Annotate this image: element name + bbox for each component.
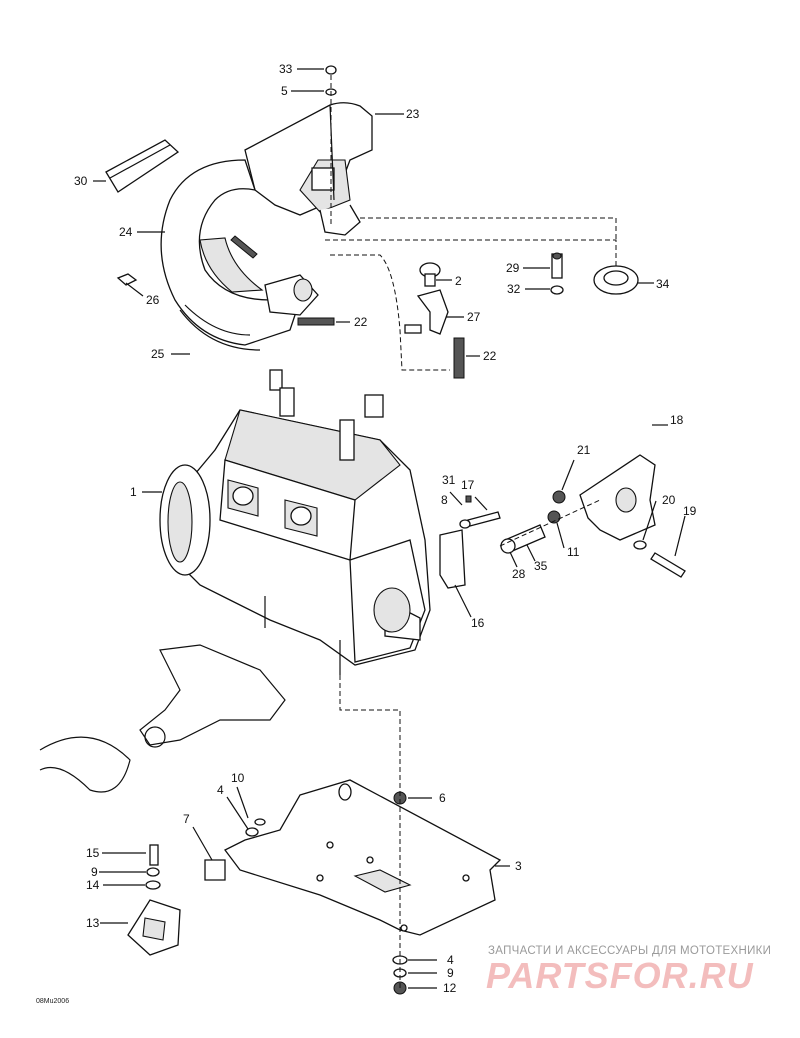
nut-21 bbox=[552, 490, 566, 504]
callout-19: 19 bbox=[683, 504, 697, 518]
bracket-18 bbox=[579, 454, 656, 541]
nut-11 bbox=[547, 510, 561, 524]
exhaust-manifold-ghost bbox=[39, 644, 286, 793]
grommet-34 bbox=[593, 265, 639, 295]
rubber-mount-29 bbox=[551, 252, 563, 279]
bolt-17 bbox=[467, 511, 501, 527]
rubber-mount-7 bbox=[204, 859, 226, 881]
mount-27 bbox=[404, 262, 449, 335]
callout-23: 23 bbox=[406, 107, 420, 121]
spring-22-upper bbox=[297, 317, 335, 326]
callout-2: 2 bbox=[455, 274, 462, 288]
callout-5-top: 5 bbox=[281, 84, 288, 98]
callout-11: 11 bbox=[567, 545, 580, 559]
callout-25: 25 bbox=[151, 347, 165, 361]
callout-33: 33 bbox=[279, 62, 293, 76]
watermark-brand: PARTSFOR.RU bbox=[486, 955, 754, 996]
bracket-13 bbox=[127, 899, 181, 956]
drawing-code: 08Mu2006 bbox=[36, 998, 70, 1005]
callout-24: 24 bbox=[119, 225, 133, 239]
callout-1: 1 bbox=[130, 485, 137, 499]
nut-33 bbox=[325, 65, 337, 75]
bolt-15 bbox=[149, 844, 159, 866]
callout-7: 7 bbox=[183, 812, 190, 826]
callout-18: 18 bbox=[670, 413, 684, 427]
callout-22-upper: 22 bbox=[354, 315, 368, 329]
callout-32: 32 bbox=[507, 282, 521, 296]
spring-center bbox=[230, 235, 258, 259]
spacer-28-35 bbox=[500, 524, 546, 554]
callout-12: 12 bbox=[443, 981, 457, 995]
callout-9-lower: 9 bbox=[447, 966, 454, 980]
callout-28: 28 bbox=[512, 567, 526, 581]
washers-4-10 bbox=[245, 818, 266, 837]
callout-29: 29 bbox=[506, 261, 520, 275]
callout-16: 16 bbox=[471, 616, 485, 630]
callout-30: 30 bbox=[74, 174, 88, 188]
callout-6: 6 bbox=[439, 791, 446, 805]
callout-35: 35 bbox=[534, 559, 548, 573]
callout-10: 10 bbox=[231, 771, 245, 785]
callout-13: 13 bbox=[86, 916, 100, 930]
tuned-pipe-24 bbox=[160, 159, 319, 351]
washers-9-14 bbox=[145, 867, 161, 890]
washer-20 bbox=[633, 540, 647, 550]
callout-3: 3 bbox=[515, 859, 522, 873]
engine-support-3 bbox=[224, 779, 502, 936]
leader-lines bbox=[93, 68, 686, 989]
callout-17: 17 bbox=[461, 478, 475, 492]
callout-8: 8 bbox=[441, 493, 448, 507]
spring-22-right bbox=[453, 337, 465, 379]
guard-16 bbox=[439, 529, 466, 589]
washer-8 bbox=[459, 519, 471, 529]
clip-31 bbox=[465, 495, 472, 503]
bolt-19 bbox=[650, 552, 686, 578]
nut-32 bbox=[550, 285, 564, 295]
callout-14: 14 bbox=[86, 878, 100, 892]
callout-27: 27 bbox=[467, 310, 481, 324]
callout-20: 20 bbox=[662, 493, 676, 507]
callout-22-right: 22 bbox=[483, 349, 497, 363]
callout-34: 34 bbox=[656, 277, 670, 291]
heat-shield-30 bbox=[105, 139, 180, 193]
callout-26: 26 bbox=[146, 293, 160, 307]
callout-15: 15 bbox=[86, 846, 100, 860]
callout-4-lower: 4 bbox=[447, 953, 454, 967]
watermark-tagline: ЗАПЧАСТИ И АКСЕССУАРЫ ДЛЯ МОТОТЕХНИКИ bbox=[488, 945, 772, 957]
muffler-23 bbox=[244, 102, 373, 236]
callout-21: 21 bbox=[577, 443, 591, 457]
grommet-26 bbox=[116, 273, 138, 286]
callout-31: 31 bbox=[442, 473, 456, 487]
callout-9-left: 9 bbox=[91, 865, 98, 879]
callout-4-upper: 4 bbox=[217, 783, 224, 797]
engine-1 bbox=[159, 369, 431, 675]
